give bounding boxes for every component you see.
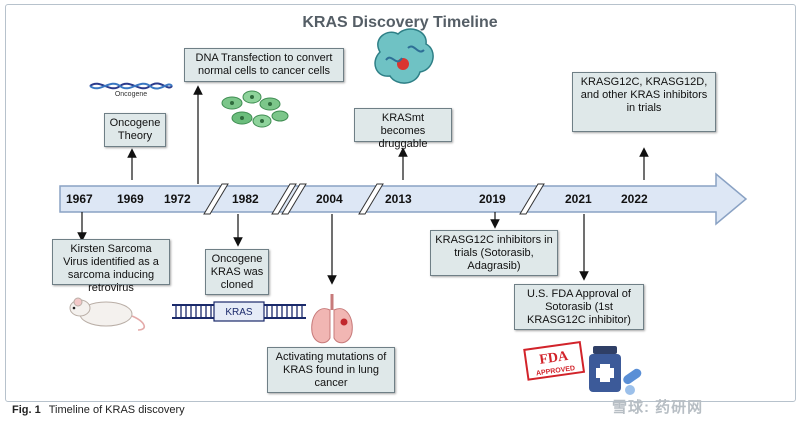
year-2022: 2022 bbox=[621, 192, 648, 206]
timeline-arrow bbox=[59, 172, 748, 226]
event-box-2004: Activating mutations of KRAS found in lu… bbox=[267, 347, 395, 393]
event-box-2019: KRASG12C inhibitors in trials (Sotorasib… bbox=[430, 230, 558, 276]
fda-approved-stamp-icon: FDA APPROVED bbox=[523, 340, 586, 381]
event-box-1982: Oncogene KRAS was cloned bbox=[205, 249, 269, 295]
year-1967: 1967 bbox=[66, 192, 93, 206]
figure-title: KRAS Discovery Timeline bbox=[302, 14, 498, 31]
event-box-1969: Oncogene Theory bbox=[104, 113, 166, 147]
event-box-2022: KRASG12C, KRASG12D, and other KRAS inhib… bbox=[572, 72, 716, 132]
event-box-1972: DNA Transfection to convert normal cells… bbox=[184, 48, 344, 82]
kras-gene-label: KRAS bbox=[225, 307, 253, 318]
caption-label: Fig. 1 bbox=[12, 404, 41, 416]
year-1972: 1972 bbox=[164, 192, 191, 206]
axis-break-3 bbox=[358, 183, 384, 215]
cancer-cells-icon bbox=[221, 90, 289, 128]
year-2004: 2004 bbox=[316, 192, 343, 206]
axis-break-1 bbox=[203, 183, 229, 215]
caption-text: Timeline of KRAS discovery bbox=[48, 404, 185, 416]
mouse-icon bbox=[69, 297, 145, 331]
event-box-1967: Kirsten Sarcoma Virus identified as a sa… bbox=[52, 239, 170, 294]
event-box-2021: U.S. FDA Approval of Sotorasib (1st KRAS… bbox=[514, 284, 644, 330]
axis-break-2 bbox=[271, 183, 307, 215]
event-box-2013: KRASmt becomes druggable bbox=[354, 108, 452, 150]
year-1969: 1969 bbox=[117, 192, 144, 206]
kras-gene-icon: KRAS bbox=[172, 301, 306, 322]
kras-protein-icon bbox=[374, 28, 434, 84]
pill-icon bbox=[623, 368, 642, 395]
year-2021: 2021 bbox=[565, 192, 592, 206]
axis-break-4 bbox=[519, 183, 545, 215]
year-2013: 2013 bbox=[385, 192, 412, 206]
dna-helix-icon bbox=[89, 82, 173, 90]
year-1982: 1982 bbox=[232, 192, 259, 206]
svg-text:FDA: FDA bbox=[538, 349, 569, 368]
watermark: 雪球: 药研网 bbox=[612, 399, 704, 416]
lungs-icon bbox=[311, 294, 353, 344]
medicine-bottle-icon bbox=[589, 346, 621, 392]
figure-caption: Fig. 1 Timeline of KRAS discovery bbox=[12, 404, 185, 416]
oncogene-icon-label: Oncogene bbox=[114, 91, 148, 98]
year-2019: 2019 bbox=[479, 192, 506, 206]
